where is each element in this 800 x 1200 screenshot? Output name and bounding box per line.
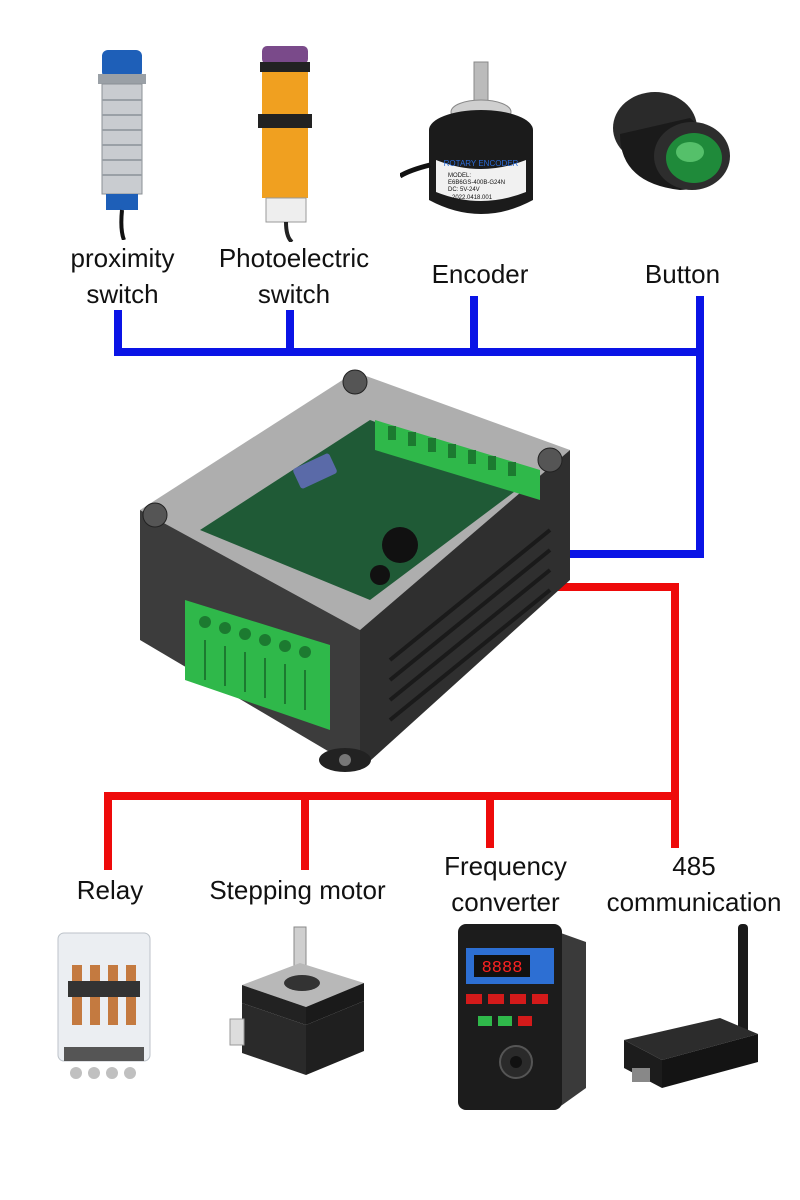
frequency-inverter-icon: 8888 <box>458 924 586 1110</box>
encoder-model-number: E6B6GS-400B-G24N <box>448 180 505 186</box>
inverter-display-text: 8888 <box>482 959 523 978</box>
label-line: Frequency <box>444 851 567 881</box>
label-line: Stepping motor <box>209 875 386 905</box>
label-stepping-motor: Stepping motor <box>195 872 400 908</box>
label-button: Button <box>620 256 745 292</box>
input-bus <box>114 296 704 558</box>
rotary-encoder-icon: ROTARY ENCODER MODEL: E6B6GS-400B-G24N D… <box>400 61 533 214</box>
label-line: Button <box>644 259 721 289</box>
label-line: switch <box>86 279 159 309</box>
output-bus <box>104 583 679 870</box>
relay-icon <box>57 932 151 1079</box>
push-button-icon <box>613 92 730 190</box>
photoelectric-sensor-icon <box>258 46 312 242</box>
proximity-sensor-icon <box>98 50 146 240</box>
label-line: communication <box>606 887 782 917</box>
label-line: Photoelectric <box>218 243 370 273</box>
label-line: proximity <box>70 243 175 273</box>
label-line: Encoder <box>431 259 529 289</box>
label-line: converter <box>451 887 560 917</box>
encoder-model-label: MODEL: <box>448 173 471 179</box>
stepper-motor-icon <box>229 926 364 1075</box>
encoder-band-text: ROTARY ENCODER <box>444 159 519 168</box>
label-relay: Relay <box>55 872 165 908</box>
label-line: switch <box>257 279 331 309</box>
encoder-voltage: DC: 5V-24V <box>448 187 480 193</box>
label-line: Relay <box>76 875 144 905</box>
label-encoder: Encoder <box>410 256 550 292</box>
rs485-module-icon <box>624 924 758 1088</box>
encoder-date: 2022.0418.001 <box>452 195 493 201</box>
label-proximity-switch: proximity switch <box>40 240 205 312</box>
plc-board-icon <box>140 369 570 772</box>
label-line: 485 <box>672 851 716 881</box>
label-485-communication: 485 communication <box>594 848 794 920</box>
label-photoelectric-switch: Photoelectric switch <box>200 240 388 312</box>
label-frequency-converter: Frequency converter <box>428 848 583 920</box>
